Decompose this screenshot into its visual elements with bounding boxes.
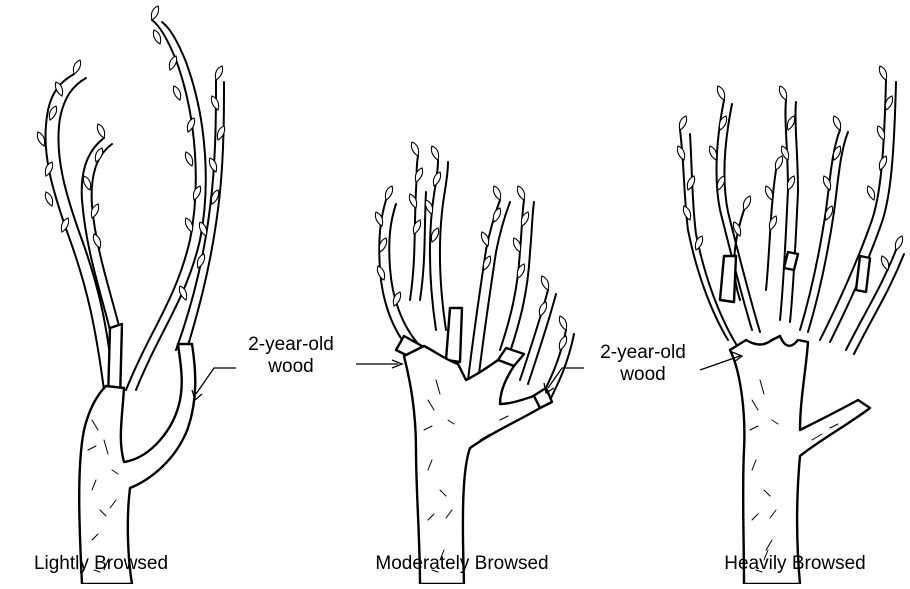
leaf-bud bbox=[895, 236, 902, 250]
leaf-bud bbox=[45, 162, 52, 176]
leaf-bud bbox=[709, 146, 716, 160]
leaf-bud bbox=[93, 234, 100, 248]
lightly-browsed-plant bbox=[37, 6, 224, 584]
callout-label-1-line1: 2-year-old bbox=[248, 334, 334, 356]
leaf-bud bbox=[679, 116, 686, 130]
leaf-bud bbox=[717, 86, 724, 100]
leaf-bud bbox=[879, 66, 886, 80]
leaf-bud bbox=[765, 186, 772, 200]
leaf-bud bbox=[49, 106, 56, 120]
leaf-bud bbox=[493, 186, 500, 200]
leaf-bud bbox=[559, 316, 566, 330]
leaf-bud bbox=[377, 266, 384, 280]
leaf-bud bbox=[717, 176, 724, 190]
leaf-bud bbox=[743, 196, 750, 210]
heavily-browsed-plant bbox=[677, 66, 904, 584]
leaf-bud bbox=[215, 66, 222, 80]
leaf-bud bbox=[539, 302, 546, 316]
leaf-bud bbox=[173, 86, 180, 100]
leaf-bud bbox=[197, 254, 204, 268]
callout-label-2: 2-year-old wood bbox=[600, 342, 686, 386]
leaf-bud bbox=[775, 156, 782, 170]
leaf-bud bbox=[867, 186, 874, 200]
leaf-bud bbox=[73, 60, 80, 74]
caption-heavily-browsed: Heavily Browsed bbox=[724, 552, 866, 576]
leaf-bud bbox=[83, 176, 90, 190]
leaf-bud bbox=[481, 232, 488, 246]
leaf-bud bbox=[833, 116, 840, 130]
leaf-bud bbox=[431, 228, 438, 242]
leaf-bud bbox=[97, 124, 104, 138]
leaf-bud bbox=[513, 238, 520, 252]
leaf-bud bbox=[153, 30, 160, 44]
leaf-bud bbox=[517, 186, 524, 200]
leaf-bud bbox=[541, 276, 548, 290]
leaf-bud bbox=[493, 208, 500, 222]
callout-label-1: 2-year-old wood bbox=[248, 334, 334, 378]
leaf-bud bbox=[375, 212, 382, 226]
leaf-bud bbox=[879, 156, 886, 170]
leaf-bud bbox=[677, 146, 684, 160]
callout-label-2-line1: 2-year-old bbox=[600, 342, 686, 364]
leaf-bud bbox=[881, 256, 888, 270]
leaf-bud bbox=[687, 176, 694, 190]
leaf-bud bbox=[411, 142, 418, 156]
callout-label-2-line2: wood bbox=[600, 364, 686, 386]
leaf-bud bbox=[559, 336, 566, 350]
caption-moderately-browsed: Moderately Browsed bbox=[375, 552, 548, 576]
leaf-bud bbox=[185, 218, 192, 232]
callout-label-1-line2: wood bbox=[248, 356, 334, 378]
leaf-bud bbox=[779, 86, 786, 100]
leaf-bud bbox=[185, 152, 192, 166]
leaf-bud bbox=[385, 186, 392, 200]
moderately-browsed-plant bbox=[375, 142, 574, 584]
callout-left-arrow bbox=[196, 368, 236, 394]
callout-right-arrowhead bbox=[544, 383, 554, 393]
leaf-bud bbox=[787, 116, 794, 130]
leaf-bud bbox=[683, 206, 690, 220]
leaf-bud bbox=[193, 186, 200, 200]
leaf-bud bbox=[95, 148, 102, 162]
leaf-bud bbox=[211, 96, 218, 110]
leaf-bud bbox=[151, 6, 158, 20]
leaf-bud bbox=[431, 146, 438, 160]
leaf-bud bbox=[433, 172, 440, 186]
leaf-bud bbox=[37, 132, 44, 146]
caption-lightly-browsed: Lightly Browsed bbox=[34, 552, 168, 576]
leaf-bud bbox=[45, 192, 52, 206]
leaf-bud bbox=[425, 200, 432, 214]
leaf-bud bbox=[169, 56, 176, 70]
leaf-bud bbox=[209, 158, 216, 172]
